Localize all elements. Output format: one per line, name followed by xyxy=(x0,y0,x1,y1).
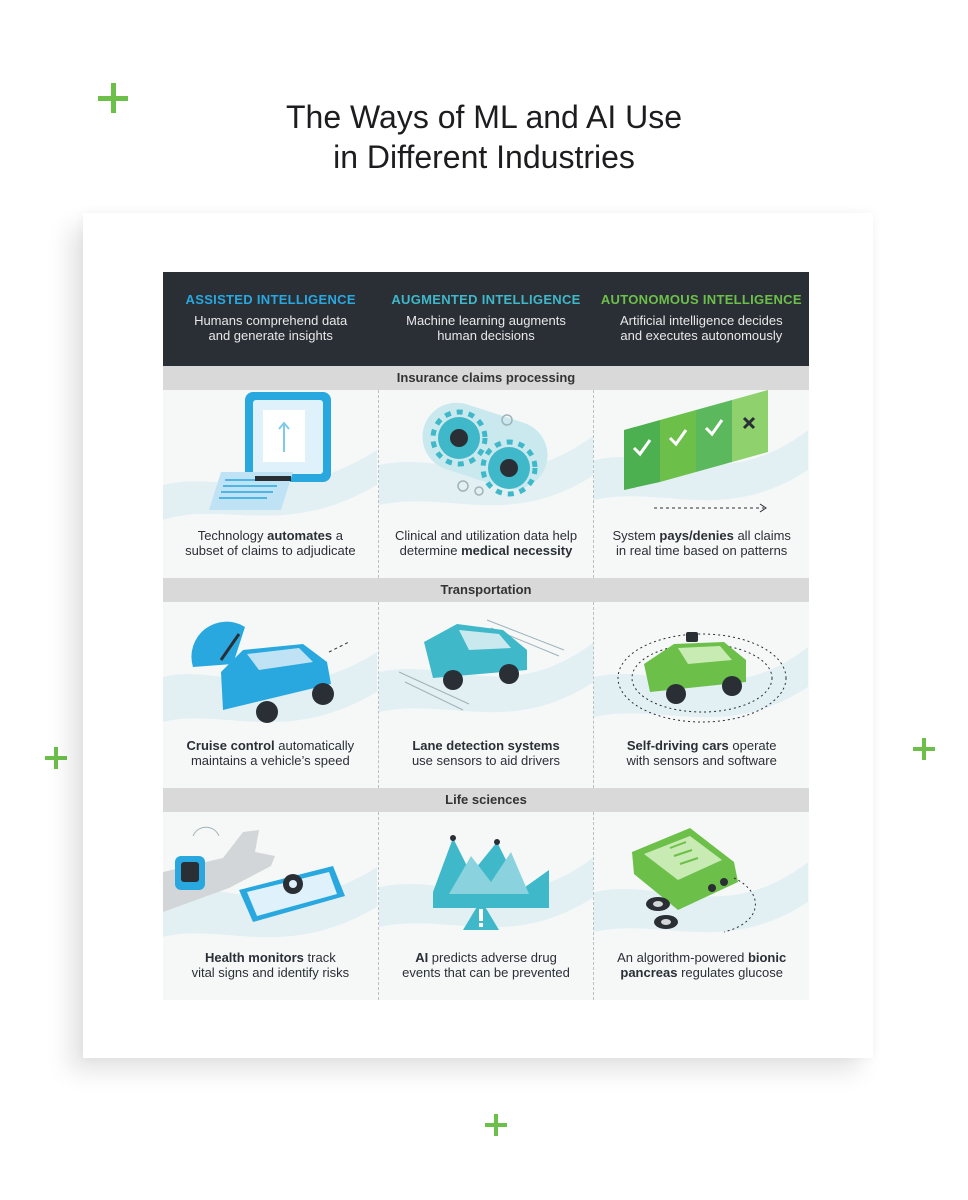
column-headers: ASSISTED INTELLIGENCE Humans comprehend … xyxy=(163,272,809,366)
self-driving-car-icon xyxy=(594,632,809,723)
car-lane-icon xyxy=(378,619,594,713)
caption: Health monitors track vital signs and id… xyxy=(191,950,350,980)
caption: Cruise control automatically maintains a… xyxy=(186,738,355,768)
cell-augmented-life-sciences: AI predicts adverse drug events that can… xyxy=(378,812,595,1000)
cell-assisted-transportation: Cruise control automatically maintains a… xyxy=(163,602,379,788)
cell-autonomous-insurance: System pays/denies all claims in real ti… xyxy=(594,390,810,578)
cell-autonomous-life-sciences: An algorithm-powered bionic pancreas reg… xyxy=(594,812,810,1000)
caption: Self-driving cars operate with sensors a… xyxy=(626,738,777,768)
section-row-insurance: Technology automates a subset of claims … xyxy=(163,390,810,578)
section-label-transportation: Transportation xyxy=(163,578,809,602)
cell-augmented-insurance: Clinical and utilization data help deter… xyxy=(378,390,595,578)
warning-chart-icon xyxy=(378,835,594,930)
caption: AI predicts adverse drug events that can… xyxy=(402,950,570,980)
car-speedometer-icon xyxy=(163,621,377,723)
health-monitor-icon xyxy=(163,826,377,938)
plus-decoration-icon xyxy=(45,747,67,769)
column-header-autonomous: AUTONOMOUS INTELLIGENCE Artificial intel… xyxy=(600,292,802,343)
caption: Clinical and utilization data help deter… xyxy=(394,528,578,558)
cell-autonomous-transportation: Self-driving cars operate with sensors a… xyxy=(594,602,810,788)
section-row-life-sciences: Health monitors track vital signs and id… xyxy=(163,812,810,1000)
section-label-insurance: Insurance claims processing xyxy=(163,366,809,390)
approved-claims-icon xyxy=(594,390,809,513)
plus-decoration-icon xyxy=(98,83,128,113)
laptop-document-icon xyxy=(163,392,377,520)
section-row-transportation: Cruise control automatically maintains a… xyxy=(163,602,810,788)
bionic-pancreas-icon xyxy=(594,828,809,933)
column-header-assisted: ASSISTED INTELLIGENCE Humans comprehend … xyxy=(185,292,356,343)
page-title: The Ways of ML and AI Use in Different I… xyxy=(285,99,682,176)
column-header-augmented: AUGMENTED INTELLIGENCE Machine learning … xyxy=(391,292,581,343)
caption: System pays/denies all claims in real ti… xyxy=(612,528,791,558)
plus-decoration-icon xyxy=(485,1114,507,1136)
infographic: ASSISTED INTELLIGENCE Humans comprehend … xyxy=(163,272,810,1000)
cell-augmented-transportation: Lane detection systems use sensors to ai… xyxy=(378,602,595,788)
section-label-life-sciences: Life sciences xyxy=(163,788,809,812)
caption: Lane detection systems use sensors to ai… xyxy=(411,738,561,768)
cell-assisted-insurance: Technology automates a subset of claims … xyxy=(163,390,379,578)
cell-assisted-life-sciences: Health monitors track vital signs and id… xyxy=(163,812,379,1000)
caption: An algorithm-powered bionic pancreas reg… xyxy=(617,950,787,980)
plus-decoration-icon xyxy=(913,738,935,760)
caption: Technology automates a subset of claims … xyxy=(185,528,356,558)
gears-icon xyxy=(378,402,594,506)
